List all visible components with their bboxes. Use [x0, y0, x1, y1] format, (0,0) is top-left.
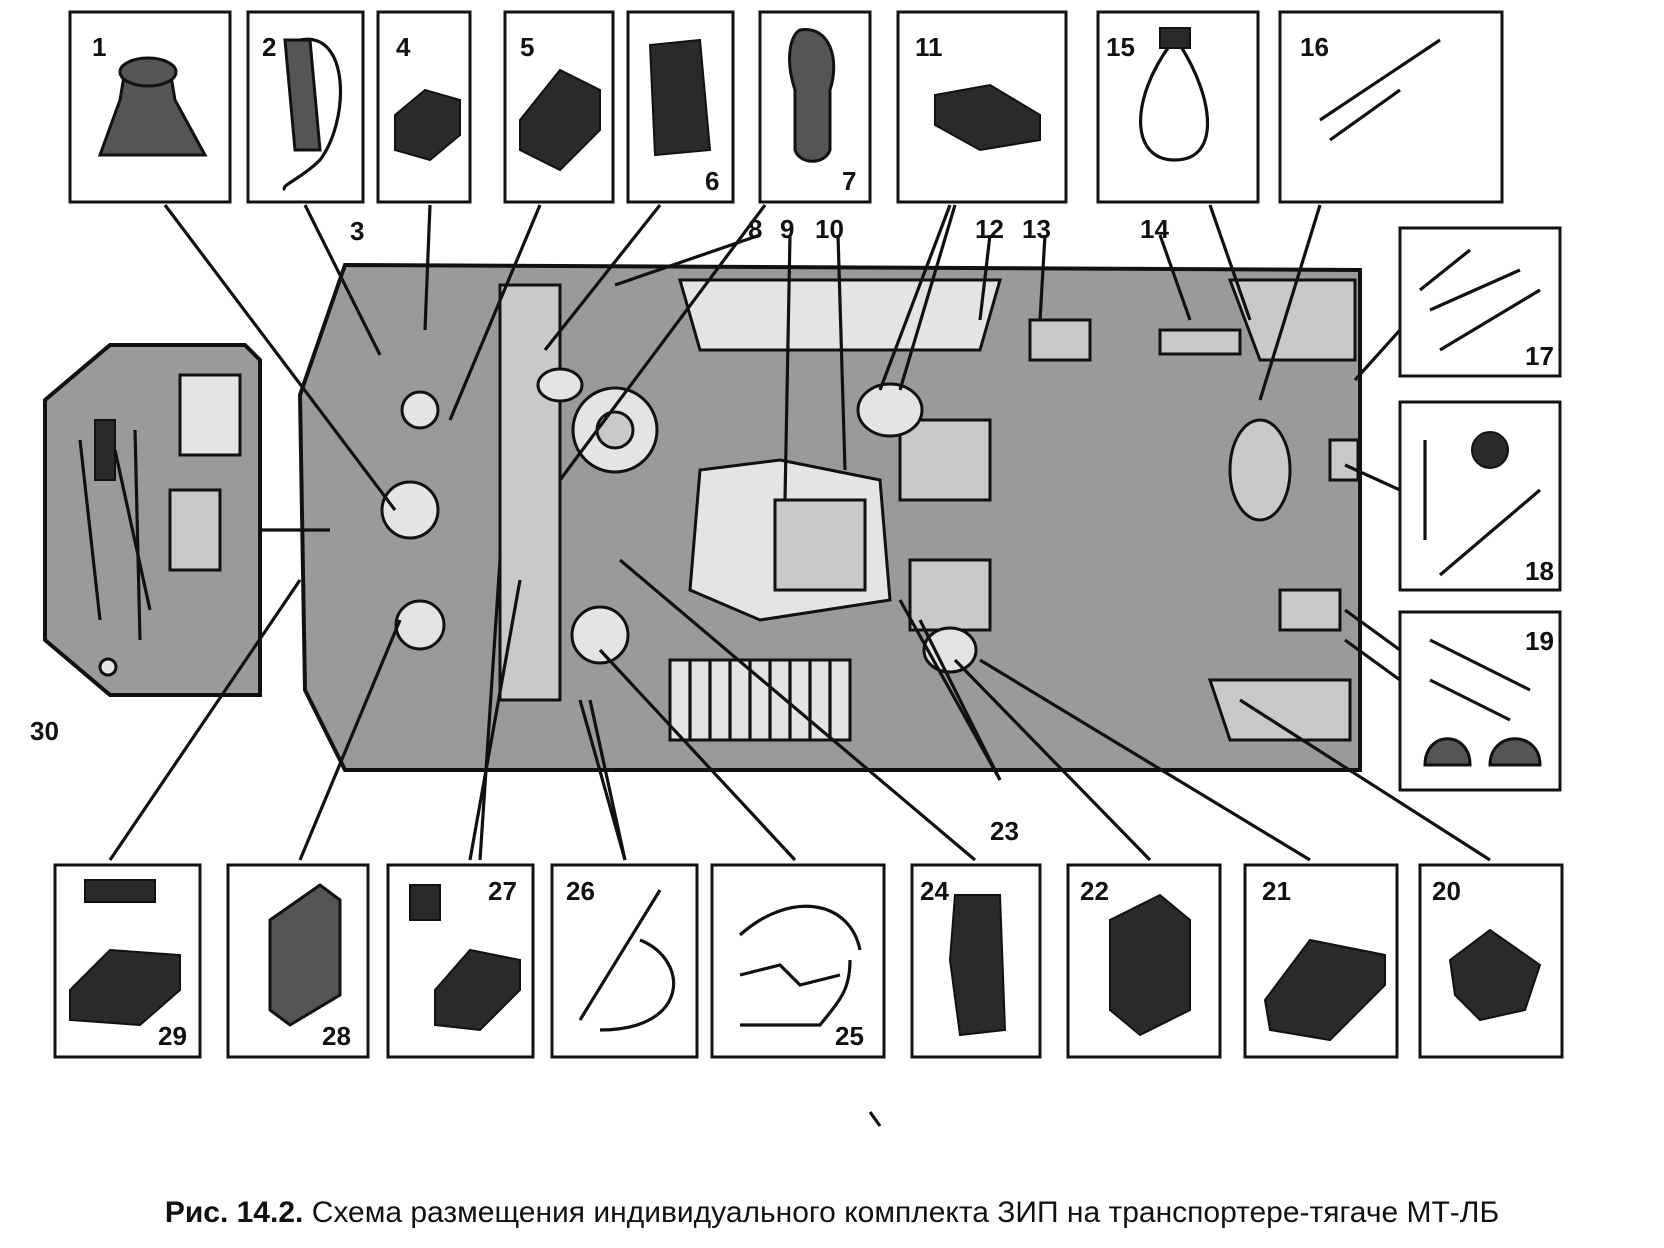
part-box-27: [386, 863, 535, 1059]
label-12: 12: [975, 214, 1004, 244]
label-18: 18: [1525, 556, 1554, 586]
label-21: 21: [1262, 876, 1291, 906]
label-3: 3: [350, 216, 364, 246]
part-box-2: [246, 10, 365, 204]
stray-mark: [868, 1111, 882, 1127]
label-7: 7: [842, 166, 856, 196]
label-1: 1: [92, 32, 106, 62]
label-30: 30: [30, 716, 59, 746]
part-box-21: [1243, 863, 1399, 1059]
label-23: 23: [990, 816, 1019, 846]
part-box-5: [503, 10, 615, 204]
label-5: 5: [520, 32, 534, 62]
part-box-29: [53, 863, 202, 1059]
side-kit-panel-30: [43, 343, 262, 697]
label-6: 6: [705, 166, 719, 196]
label-25: 25: [835, 1021, 864, 1051]
label-26: 26: [566, 876, 595, 906]
label-2: 2: [262, 32, 276, 62]
part-box-7: [758, 10, 872, 204]
part-box-28: [226, 863, 370, 1059]
part-box-4: [376, 10, 472, 204]
label-10: 10: [815, 214, 844, 244]
number-labels: 1 2 3 4 5 6 7 8 9 10 11 12 13 14 15 16 1…: [30, 32, 1554, 1051]
label-16: 16: [1300, 32, 1329, 62]
label-29: 29: [158, 1021, 187, 1051]
vehicle-hull: [297, 262, 1362, 772]
caption-text: Схема размещения индивидуального комплек…: [311, 1196, 1500, 1229]
label-22: 22: [1080, 876, 1109, 906]
part-box-1: [68, 10, 232, 204]
part-box-11: [896, 10, 1068, 204]
label-19: 19: [1525, 626, 1554, 656]
label-28: 28: [322, 1021, 351, 1051]
caption-prefix: Рис. 14.2.: [164, 1196, 304, 1229]
label-14: 14: [1140, 214, 1169, 244]
leader-lines: [108, 204, 1491, 862]
part-box-26: [550, 863, 699, 1059]
label-11: 11: [915, 32, 943, 62]
label-4: 4: [396, 32, 411, 62]
part-box-18: [1398, 400, 1562, 592]
label-24: 24: [920, 876, 949, 906]
part-box-24: [910, 863, 1042, 1059]
part-box-20: [1418, 863, 1564, 1059]
part-box-6: [626, 10, 735, 204]
part-box-19: [1398, 610, 1562, 792]
part-box-22: [1066, 863, 1222, 1059]
label-15: 15: [1106, 32, 1135, 62]
part-box-17: [1398, 226, 1562, 378]
figure-caption: Рис. 14.2. Схема размещения индивидуальн…: [0, 1196, 1664, 1230]
part-box-16: [1278, 10, 1504, 204]
label-27: 27: [488, 876, 517, 906]
label-20: 20: [1432, 876, 1461, 906]
label-17: 17: [1525, 341, 1554, 371]
label-9: 9: [780, 214, 794, 244]
part-box-15: [1096, 10, 1260, 204]
part-box-25: [710, 863, 886, 1059]
label-8: 8: [748, 214, 762, 244]
label-13: 13: [1022, 214, 1051, 244]
